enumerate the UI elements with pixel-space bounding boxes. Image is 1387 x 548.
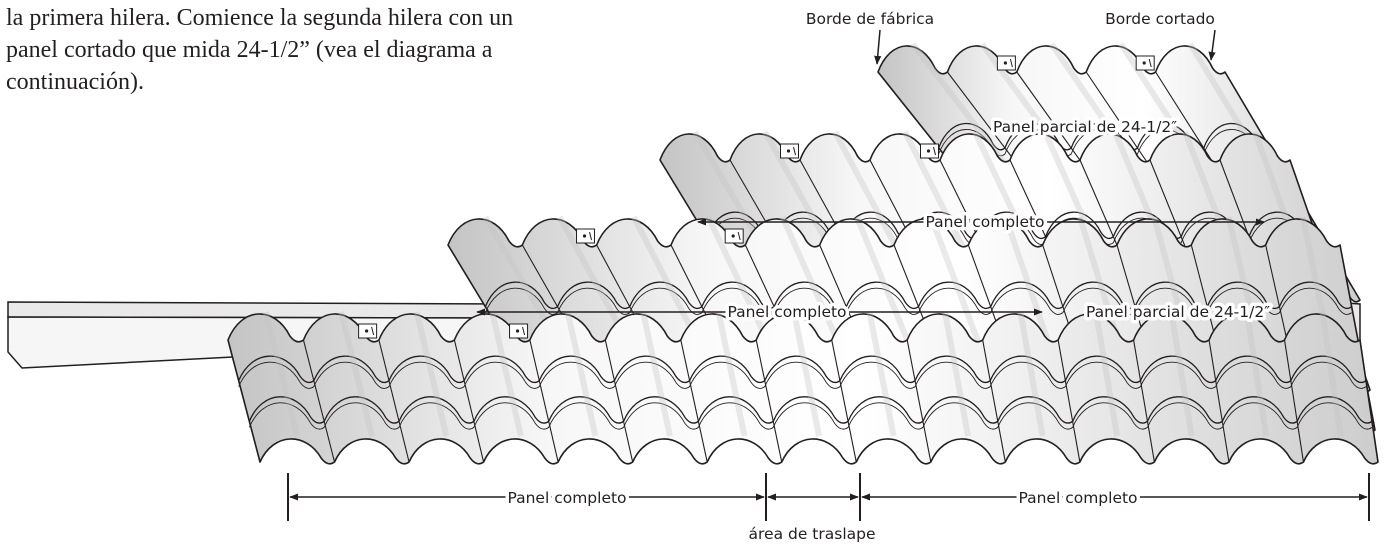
- cut-edge-label: Borde cortado: [1105, 10, 1215, 28]
- row2-partial-panel-label: Panel parcial de 24-1/2″: [1086, 303, 1270, 321]
- instruction-line: panel cortado que mida 24-1/2” (vea el d…: [6, 37, 493, 63]
- row-1: [227, 311, 1379, 465]
- row2-full-panel-label: Panel completo: [727, 303, 846, 321]
- partial-panel-top-label: Panel parcial de 24-1/2″: [993, 118, 1177, 136]
- cut-edge-arrow: [1208, 29, 1216, 61]
- bottom-left-full-panel-label: Panel completo: [507, 489, 626, 507]
- dimension-arrows: [287, 29, 1370, 521]
- instruction-text: la primera hilera. Comience la segunda h…: [6, 2, 766, 98]
- factory-edge-label: Borde de fábrica: [806, 10, 934, 28]
- overlap-area-label: área de traslape: [749, 525, 876, 543]
- diagram-labels: Borde de fábrica Borde cortado Panel par…: [504, 7, 1274, 544]
- row3-full-panel-label: Panel completo: [925, 213, 1044, 231]
- instruction-line: continuación).: [6, 69, 144, 95]
- instruction-line: la primera hilera. Comience la segunda h…: [6, 5, 514, 31]
- factory-edge-arrow: [874, 29, 882, 65]
- bottom-right-full-panel-label: Panel completo: [1018, 489, 1137, 507]
- tile-panels: [227, 42, 1379, 465]
